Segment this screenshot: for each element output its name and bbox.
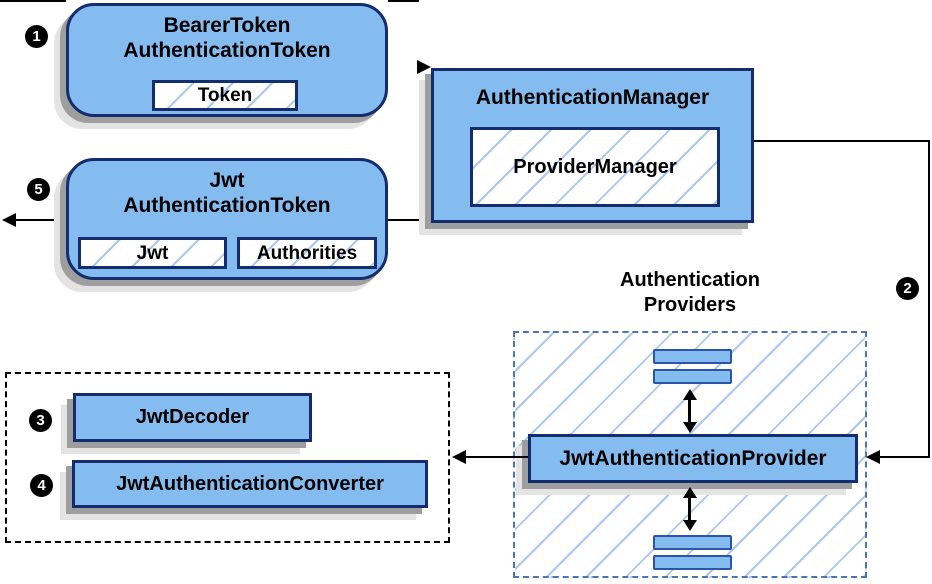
step-1-badge: 1	[25, 25, 48, 48]
authorities-chip: Authorities	[237, 237, 377, 269]
authorities-chip-label: Authorities	[256, 242, 358, 264]
other-provider-rect	[653, 349, 732, 364]
bearer-to-manager-line	[388, 0, 419, 2]
step-3-badge: 3	[29, 409, 52, 432]
providers-title-line1: Authentication	[620, 269, 760, 291]
incoming-request-line	[0, 0, 66, 2]
provider-to-decoder-line	[466, 456, 528, 458]
jwt-authentication-converter-node: JwtAuthenticationConverter	[72, 460, 428, 508]
manager-to-provider-line-top	[754, 140, 930, 142]
jwt-chip: Jwt	[78, 237, 227, 269]
jwt-authentication-converter-label: JwtAuthenticationConverter	[116, 472, 384, 495]
jwt-authentication-provider-node: JwtAuthenticationProvider	[528, 434, 858, 483]
jwt-token-title-line1: Jwt	[209, 169, 245, 192]
manager-to-jwt-token-line	[388, 219, 431, 221]
jwt-token-out-line	[14, 219, 66, 221]
bearer-to-manager-arrowhead-icon	[417, 60, 431, 74]
decoder-converter-group	[5, 372, 450, 543]
jwt-token-title-line2: AuthenticationToken	[123, 194, 331, 217]
double-arrow-down-icon	[683, 422, 697, 433]
other-provider-rect	[653, 555, 732, 570]
token-chip-label: Token	[197, 85, 253, 106]
manager-to-provider-arrowhead-icon	[866, 450, 880, 464]
provider-manager-label: ProviderManager	[513, 155, 677, 178]
authentication-manager-title: AuthenticationManager	[475, 86, 710, 109]
jwt-decoder-label: JwtDecoder	[135, 406, 250, 428]
double-arrow-up-icon	[683, 487, 697, 498]
jwt-chip-label: Jwt	[136, 242, 169, 264]
other-provider-rect	[653, 369, 732, 384]
jwt-decoder-node: JwtDecoder	[73, 393, 312, 442]
double-arrow-up-icon	[683, 389, 697, 400]
other-provider-rect	[653, 535, 732, 550]
token-chip: Token	[152, 80, 298, 111]
bearer-token-title-line2: AuthenticationToken	[123, 39, 331, 62]
bearer-token-title-line1: BearerToken	[163, 14, 291, 37]
jwt-token-out-arrowhead-icon	[2, 213, 16, 227]
providers-title-line2: Providers	[643, 294, 737, 316]
double-arrow-shaft	[688, 496, 691, 523]
authentication-manager-node: AuthenticationManager ProviderManager	[431, 68, 754, 223]
step-4-badge: 4	[30, 474, 53, 497]
bearer-token-authentication-token-node: BearerToken AuthenticationToken Token	[66, 3, 388, 117]
double-arrow-shaft	[688, 398, 691, 425]
manager-to-provider-line-bottom	[880, 456, 930, 458]
provider-to-decoder-arrowhead-icon	[452, 450, 466, 464]
jwt-authentication-provider-label: JwtAuthenticationProvider	[559, 446, 827, 470]
jwt-authentication-token-node: Jwt AuthenticationToken Jwt Authorities	[66, 158, 388, 280]
manager-to-provider-line-vertical	[928, 140, 930, 458]
step-2-badge: 2	[896, 277, 919, 300]
authentication-providers-title: Authentication Providers	[575, 268, 805, 318]
double-arrow-down-icon	[683, 520, 697, 531]
step-5-badge: 5	[27, 178, 50, 201]
provider-manager-chip: ProviderManager	[470, 127, 720, 207]
